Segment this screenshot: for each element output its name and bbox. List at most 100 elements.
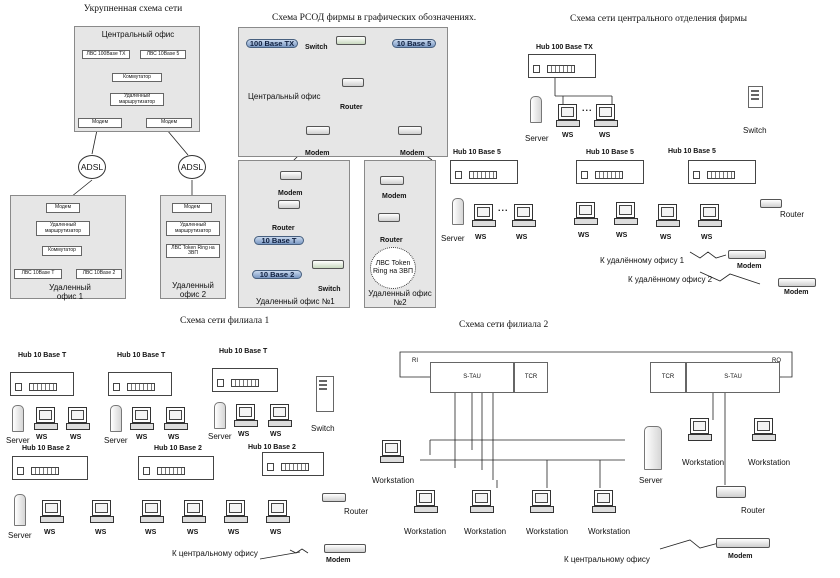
b1-ws-label-11: WS (228, 529, 240, 536)
modem-icon-central-2 (778, 278, 816, 287)
server-icon-central (530, 96, 542, 123)
central-router-label: Router (780, 210, 805, 219)
b1-server-icon-4 (14, 494, 26, 526)
rm1-switch-device-icon (312, 260, 344, 269)
adsl-cloud-right: ADSL (178, 155, 206, 179)
central-ws-label-3: WS (475, 234, 487, 241)
rsod-modem-label-left: Modem (305, 150, 330, 157)
b1-router-icon (322, 493, 346, 502)
router-icon-central (760, 199, 782, 208)
hub100-label: Hub 100 Base TX (536, 44, 593, 51)
switch-icon-central (748, 86, 763, 108)
ws-icon-c6 (614, 202, 638, 226)
b1-hub-t-icon-3 (212, 368, 278, 392)
b1-hub-2-label-2: Hub 10 Base 2 (154, 445, 202, 452)
b1-ws-label-2: WS (70, 434, 82, 441)
b2-workstation-icon-1 (380, 440, 410, 470)
r1-router-device-icon (278, 200, 300, 209)
b1-to-central: К центральному офису (172, 549, 258, 558)
b2-workstation-icon-4 (530, 490, 560, 520)
b1-server-label-3: Server (208, 432, 232, 441)
b1-ws-label-7: WS (44, 529, 56, 536)
central-modem-label-2: Modem (784, 289, 809, 296)
b1-ws-icon-1 (34, 407, 58, 431)
b2-workstation-icon-7 (752, 418, 782, 448)
b2-workstation-icon-3 (470, 490, 500, 520)
hub10b-label: Hub 10 Base 5 (586, 149, 634, 156)
b1-ws-label-4: WS (168, 434, 180, 441)
b1-hub-2-label-1: Hub 10 Base 2 (22, 445, 70, 452)
rm1-modem-label: Modem (278, 190, 303, 197)
rm1-bt-segment: 10 Base T (254, 236, 304, 245)
r1-label: Удаленный офис 1 (49, 283, 91, 302)
ws-icon-c1 (556, 104, 580, 128)
b1-switch-icon (316, 376, 334, 412)
b1-ws-label-9: WS (145, 529, 157, 536)
rm2-modem-label: Modem (382, 193, 407, 200)
remote-router-box: Удаленный маршрутизатор (110, 93, 164, 106)
overview-title: Укрупненная схема сети (83, 4, 183, 14)
rsod-remote-1-panel (238, 160, 350, 308)
tcr-right-box: TCR (650, 362, 686, 393)
central-net-title: Схема сети центрального отделения фирмы (570, 14, 747, 24)
hub10c-icon (688, 160, 756, 184)
rm1-router-label: Router (272, 225, 295, 232)
ws-dots-c2: ... (498, 203, 509, 213)
branch2-title: Схема сети филиала 2 (459, 320, 549, 330)
ws-icon-c4 (512, 204, 536, 228)
b1-ws-icon-6 (268, 404, 292, 428)
rsod-central-panel (238, 27, 448, 157)
central-office-label: Центральный офис (101, 30, 175, 39)
r1-modem-device-icon (280, 171, 302, 180)
r2-modem-device-icon (380, 176, 404, 185)
b1-hub-2-label-3: Hub 10 Base 2 (248, 444, 296, 451)
central-server-label-2: Server (441, 234, 465, 243)
central-ws-label-5: WS (578, 232, 590, 239)
b1-ws-label-3: WS (136, 434, 148, 441)
b1-server-icon-2 (110, 405, 122, 432)
b1-ws-icon-3 (130, 407, 154, 431)
b1-ws-icon-9 (140, 500, 164, 524)
rsod-switch-label: Switch (305, 44, 328, 51)
central-ws-label-4: WS (516, 234, 528, 241)
b1-ws-icon-11 (224, 500, 248, 524)
central-modem-label-1: Modem (737, 263, 762, 270)
b2-workstation-icon-2 (414, 490, 444, 520)
central-ws-label-8: WS (701, 234, 713, 241)
b1-ws-icon-5 (234, 404, 258, 428)
to-remote-1: К удалённому офису 1 (600, 256, 685, 265)
modem-device-icon-left (306, 126, 330, 135)
stau-left-box: S-TAU (430, 362, 514, 393)
r1-switch-box: Коммутатор (42, 246, 82, 256)
token-ring-icon: ЛВС Token Ring на ЗВП (370, 247, 416, 289)
r2-label: Удаленный офис 2 (172, 281, 214, 300)
b1-hub-t-label-1: Hub 10 Base T (18, 352, 67, 359)
rsod-router-label: Router (340, 104, 363, 111)
b1-ws-icon-8 (90, 500, 114, 524)
b1-modem-label: Modem (326, 557, 351, 564)
rm2-router-label: Router (380, 237, 403, 244)
b2-router-label: Router (741, 506, 766, 515)
b1-ws-label-5: WS (238, 431, 250, 438)
switch-box: Коммутатор (112, 73, 162, 82)
b2-server-icon (644, 426, 662, 470)
b1-ws-icon-10 (182, 500, 206, 524)
hub10c-label: Hub 10 Base 5 (668, 148, 716, 155)
b1-ws-label-12: WS (270, 529, 282, 536)
central-ws-label-2: WS (599, 132, 611, 139)
router-device-icon (342, 78, 364, 87)
ws-dots-c: ... (582, 103, 593, 113)
ws-icon-c7 (656, 204, 680, 228)
b1-ws-label-10: WS (187, 529, 199, 536)
r2-modem-box: Модем (172, 203, 212, 213)
stau-right-box: S-TAU (686, 362, 780, 393)
r2-router-device-icon (378, 213, 400, 222)
b1-ws-icon-2 (66, 407, 90, 431)
rsod-modem-label-right: Modem (400, 150, 425, 157)
r1-modem-box: Модем (46, 203, 80, 213)
b2-ws-label-4: Workstation (526, 527, 569, 536)
tcr-left-box: TCR (514, 362, 548, 393)
modem-device-icon-right (398, 126, 422, 135)
b1-ws-icon-4 (164, 407, 188, 431)
b1-hub-t-label-2: Hub 10 Base T (117, 352, 166, 359)
